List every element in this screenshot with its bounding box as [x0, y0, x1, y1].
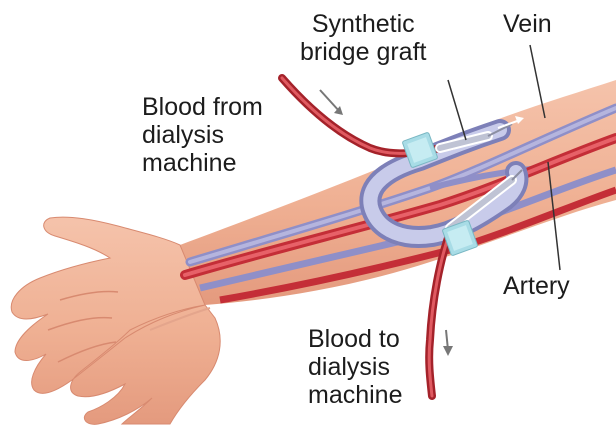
label-synthetic-graft: Synthetic bridge graft: [300, 10, 426, 66]
label-blood-to: Blood to dialysis machine: [308, 325, 403, 409]
label-artery: Artery: [503, 272, 570, 300]
arrow-inlet: [320, 90, 340, 112]
leader-graft: [448, 80, 466, 140]
label-vein: Vein: [503, 10, 552, 38]
label-blood-from: Blood from dialysis machine: [142, 93, 263, 177]
